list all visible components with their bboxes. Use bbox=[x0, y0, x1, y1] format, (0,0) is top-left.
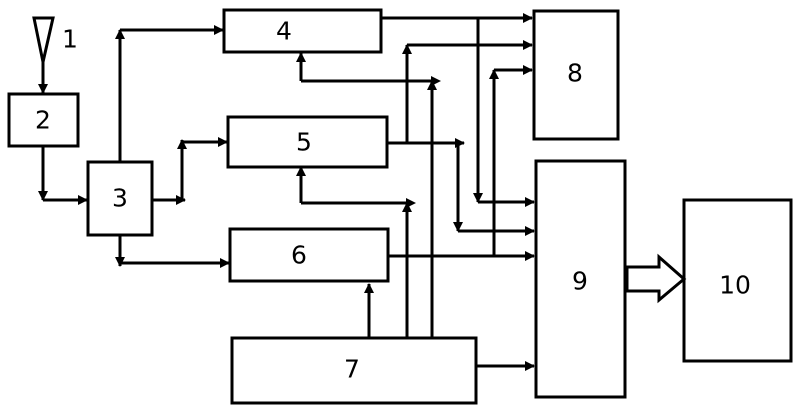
block-9-label: 9 bbox=[572, 267, 588, 296]
antenna-icon bbox=[32, 16, 55, 94]
block-8 bbox=[532, 9, 620, 141]
block-3-label: 3 bbox=[112, 184, 128, 213]
connection-lines bbox=[38, 13, 535, 371]
antenna-label: 1 bbox=[62, 25, 78, 54]
block-9 bbox=[534, 159, 627, 399]
block-10-label: 10 bbox=[719, 271, 751, 300]
bus-arrow-9-to-10 bbox=[625, 253, 687, 304]
block-2 bbox=[7, 92, 80, 148]
block-6-label: 6 bbox=[291, 241, 307, 270]
block-5 bbox=[226, 115, 389, 169]
block-7-label: 7 bbox=[344, 355, 360, 384]
block-2-label: 2 bbox=[35, 106, 51, 135]
block-8-label: 8 bbox=[567, 59, 583, 88]
block-3 bbox=[86, 160, 154, 237]
block-4-label: 4 bbox=[276, 17, 292, 46]
block-6 bbox=[228, 227, 390, 283]
block-7 bbox=[230, 336, 478, 405]
block-5-label: 5 bbox=[296, 128, 312, 157]
block-4 bbox=[222, 8, 383, 54]
